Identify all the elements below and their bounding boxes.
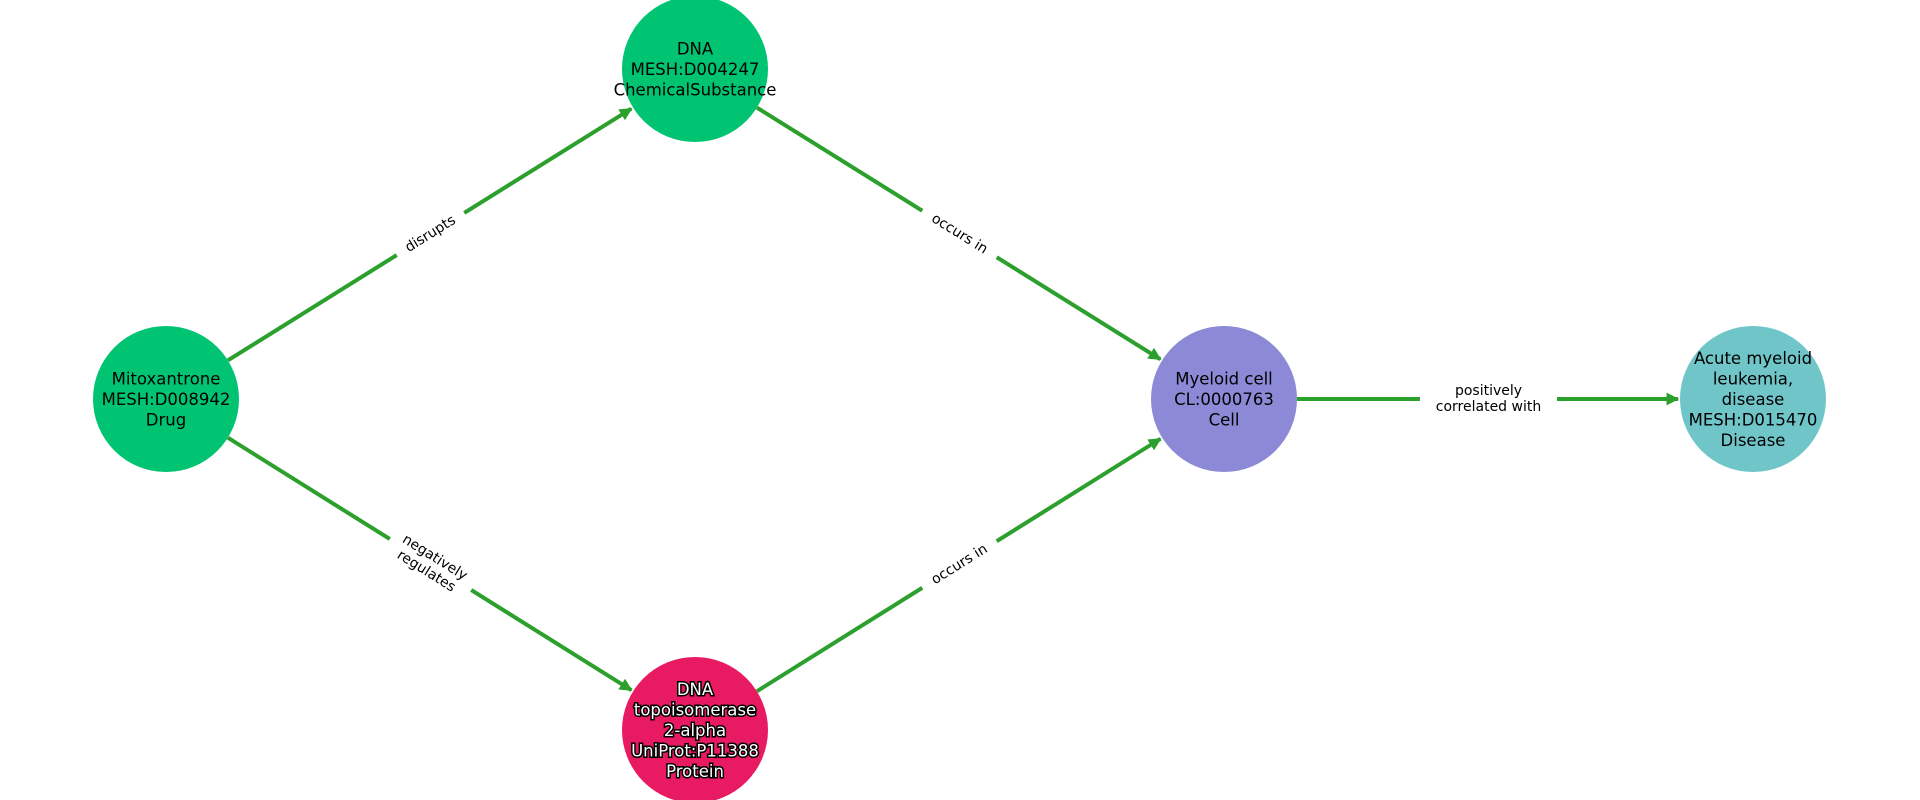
node-label-line: Protein: [666, 762, 724, 781]
node-circle[interactable]: [1151, 326, 1297, 472]
edge-mito-dna: disrupts: [226, 106, 633, 363]
edge-label: disrupts: [390, 202, 471, 266]
node-label-line: MESH:D004247: [631, 60, 760, 79]
node-circle[interactable]: [622, 657, 768, 800]
node-label-line: Drug: [146, 411, 186, 430]
node-label-line: CL:0000763: [1174, 390, 1274, 409]
node-aml[interactable]: Acute myeloid leukemia,diseaseMESH:D01547…: [1680, 326, 1826, 472]
node-label-line: Acute myeloid: [1694, 349, 1812, 368]
node-label-line: MESH:D015470: [1689, 411, 1818, 430]
node-label-line: Mitoxantrone: [112, 370, 221, 389]
node-label-line: DNA: [677, 40, 714, 59]
edge-dna-myeloid: occurs in: [755, 105, 1162, 362]
node-label-line: Cell: [1209, 411, 1240, 430]
node-label-line: topoisomerase: [634, 701, 756, 720]
edge-topo-myeloid: occurs in: [755, 437, 1162, 693]
node-label-line: Disease: [1721, 431, 1786, 450]
node-circle[interactable]: [93, 326, 239, 472]
node-topo[interactable]: DNA topoisomerase2-alphaUniProt:P11388Pro…: [622, 657, 768, 800]
node-circle[interactable]: [622, 0, 768, 142]
edge-label: occurs in: [915, 531, 1004, 598]
edge-label-line: correlated with: [1436, 399, 1541, 415]
node-label-line: ChemicalSubstance: [614, 81, 777, 100]
node-label-line: 2-alpha: [664, 721, 726, 740]
node-label-line: DNA: [677, 680, 714, 699]
edge-label: occurs in: [915, 200, 1004, 268]
node-label-line: UniProt:P11388: [631, 742, 759, 761]
edge-label-line: positively: [1455, 383, 1522, 399]
node-label-line: leukemia,: [1713, 370, 1793, 389]
node-label-line: disease: [1722, 390, 1785, 409]
node-label-line: Myeloid cell: [1175, 370, 1273, 389]
node-circle[interactable]: [1680, 326, 1826, 472]
node-label-line: MESH:D008942: [102, 390, 231, 409]
